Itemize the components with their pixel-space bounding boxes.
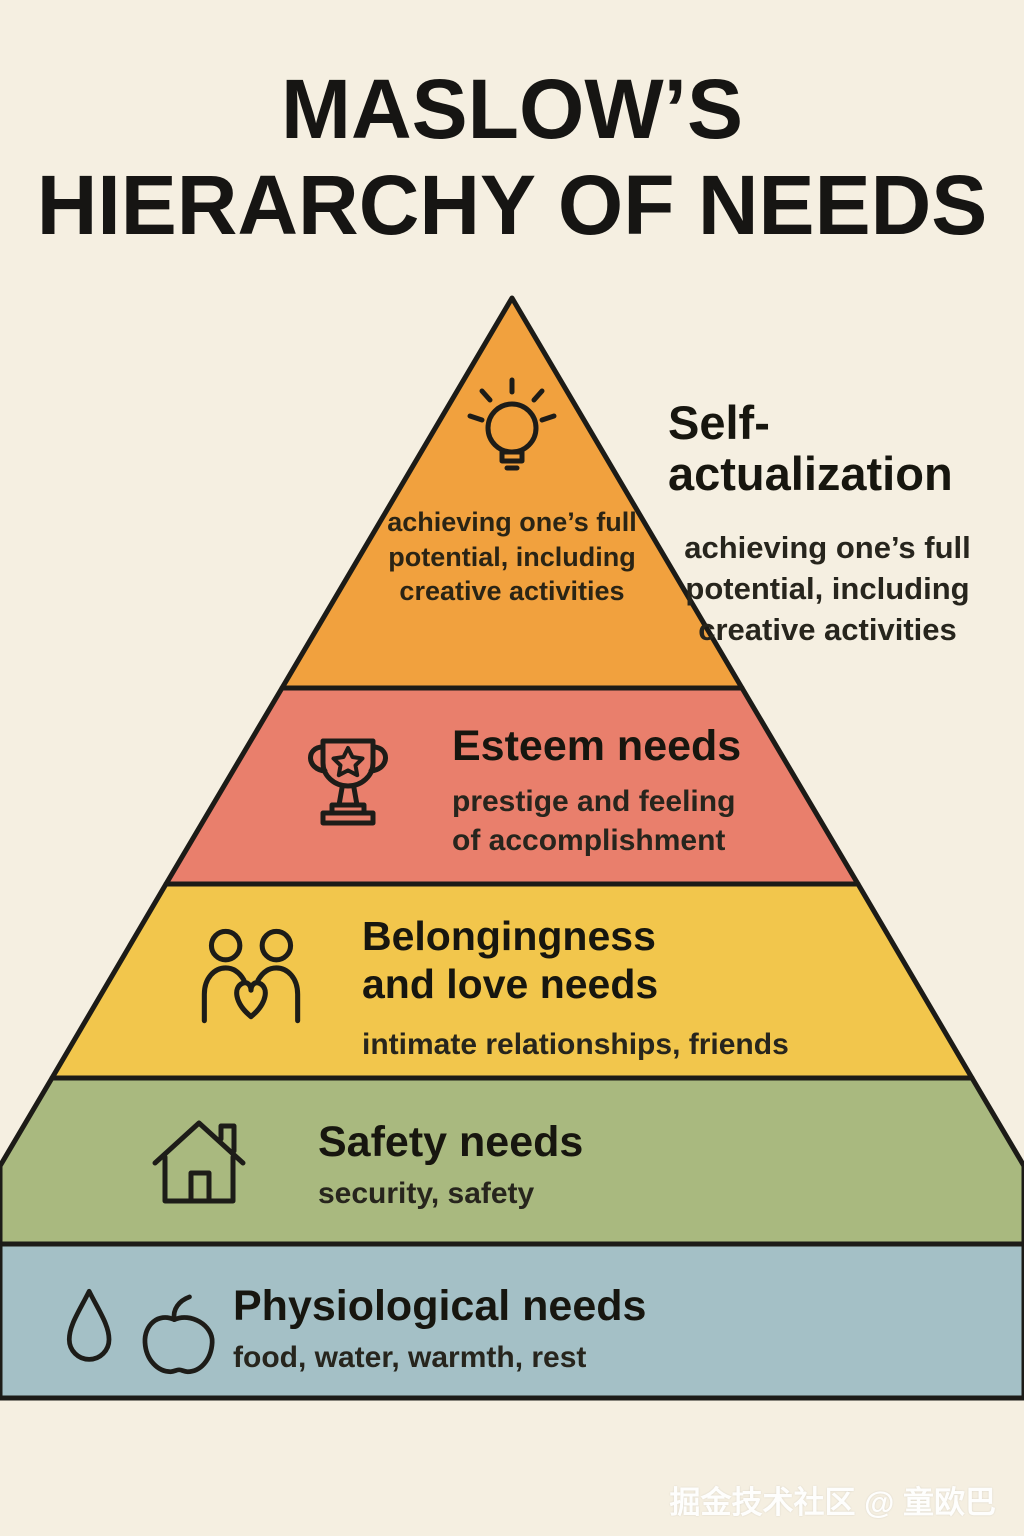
house-chimney xyxy=(218,1123,237,1154)
physiological-description: food, water, warmth, rest xyxy=(233,1341,587,1374)
bulb-ray-right xyxy=(531,388,545,403)
heart xyxy=(234,980,268,1020)
page-title: MASLOW’S HIERARCHY OF NEEDS xyxy=(0,62,1024,254)
bulb-glass xyxy=(485,401,539,455)
self-actualization-description: achieving one’s full potential, includin… xyxy=(684,530,971,647)
house-icon xyxy=(143,1103,255,1215)
safety-heading: Safety needs xyxy=(318,1118,584,1166)
trophy-icon xyxy=(292,720,404,840)
person-right-body xyxy=(255,965,301,1024)
house-walls xyxy=(162,1154,236,1204)
house-roof xyxy=(152,1120,246,1166)
esteem-heading: Esteem needs xyxy=(452,722,742,770)
bulb-base xyxy=(499,449,525,464)
person-left-head xyxy=(208,928,243,963)
title-line-1: MASLOW’S xyxy=(281,62,743,156)
apple-body xyxy=(142,1315,215,1375)
self-actualization-heading: Self-actualization xyxy=(668,396,953,500)
apple-stem xyxy=(171,1294,192,1323)
watermark-text: 掘金技术社区 @ 童欧巴 xyxy=(669,1485,996,1520)
trophy-stem xyxy=(336,785,360,808)
pyramid-level-self-actualization xyxy=(279,295,745,691)
title-line-2: HIERARCHY OF NEEDS xyxy=(36,157,988,252)
trophy-handle-left xyxy=(308,744,328,774)
water-drop xyxy=(66,1288,112,1362)
trophy-star xyxy=(331,746,365,778)
belongingness-heading: Belongingness and love needs xyxy=(362,913,659,1008)
water-apple-icon xyxy=(50,1278,222,1384)
trophy-handle-right xyxy=(368,744,388,774)
house-door xyxy=(188,1170,212,1204)
couple-heart-icon xyxy=(180,916,322,1032)
lightbulb-icon xyxy=(450,372,574,496)
belongingness-description: intimate relationships, friends xyxy=(362,1028,789,1061)
bulb-ray-left xyxy=(479,388,493,403)
person-left-body xyxy=(201,965,247,1024)
trophy-base-bottom xyxy=(320,810,376,826)
esteem-description: prestige and feeling of accomplishment xyxy=(452,785,736,857)
bulb-ray-right2 xyxy=(539,413,557,423)
person-right-head xyxy=(259,928,294,963)
bulb-ray-left2 xyxy=(467,413,485,423)
self-actualization-inside-text: achieving one’s full potential, includin… xyxy=(387,507,637,607)
physiological-heading: Physiological needs xyxy=(233,1282,647,1330)
safety-description: security, safety xyxy=(318,1177,535,1210)
